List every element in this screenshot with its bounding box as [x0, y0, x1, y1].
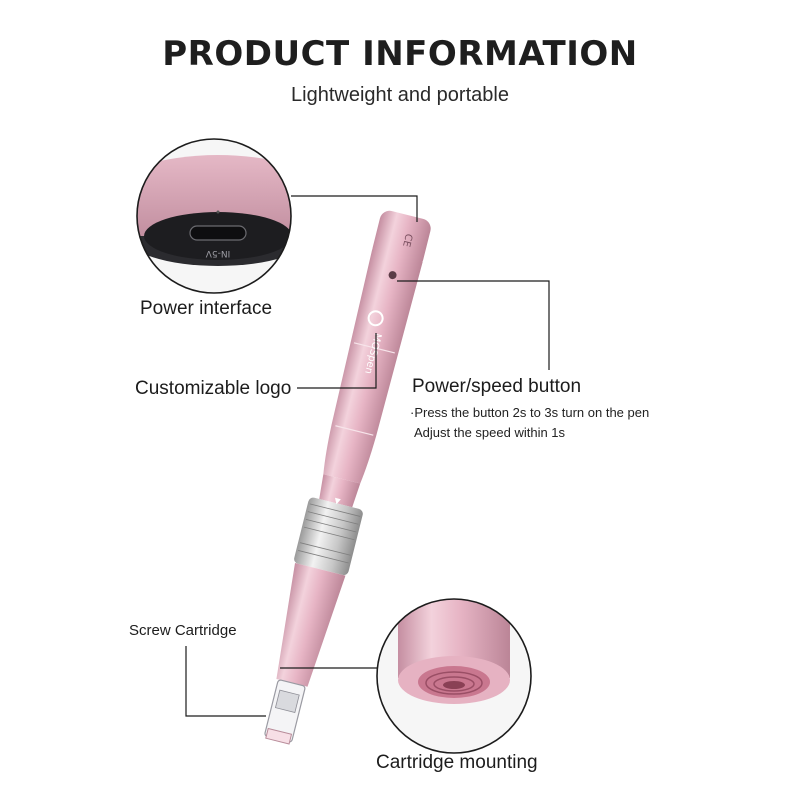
detail-cartridge-mounting	[376, 598, 532, 754]
detail-power-interface: IN-5V	[136, 138, 292, 294]
brand-logo-mark	[367, 310, 384, 327]
pen-lower-body	[276, 563, 346, 687]
usb-c-port	[189, 225, 247, 241]
label-power-speed-button: Power/speed button	[412, 376, 582, 397]
page-title: PRODUCT INFORMATION	[162, 34, 638, 74]
leader-logo	[297, 333, 377, 389]
label-screw-cartridge: Screw Cartridge	[129, 622, 237, 639]
ce-mark: CE	[400, 232, 414, 248]
note-power-on: ·Press the button 2s to 3s turn on the p…	[410, 405, 650, 420]
label-power-interface: Power interface	[140, 298, 273, 319]
leader-power-interface	[291, 195, 418, 222]
page-subtitle: Lightweight and portable	[291, 84, 509, 106]
pen-device: MOSpen CE	[264, 210, 431, 745]
leader-power-button	[397, 280, 550, 370]
label-cartridge-mounting: Cartridge mounting	[376, 752, 538, 773]
pen-neck	[319, 474, 361, 508]
depth-adjust-ring	[294, 497, 363, 576]
pen-upper-body	[323, 249, 423, 484]
label-customizable-logo: Customizable logo	[135, 378, 292, 399]
port-marking: IN-5V	[205, 248, 230, 258]
note-adjust-speed: Adjust the speed within 1s	[414, 425, 566, 440]
leader-screw-cartridge	[185, 646, 266, 717]
power-button-dot	[388, 271, 397, 280]
